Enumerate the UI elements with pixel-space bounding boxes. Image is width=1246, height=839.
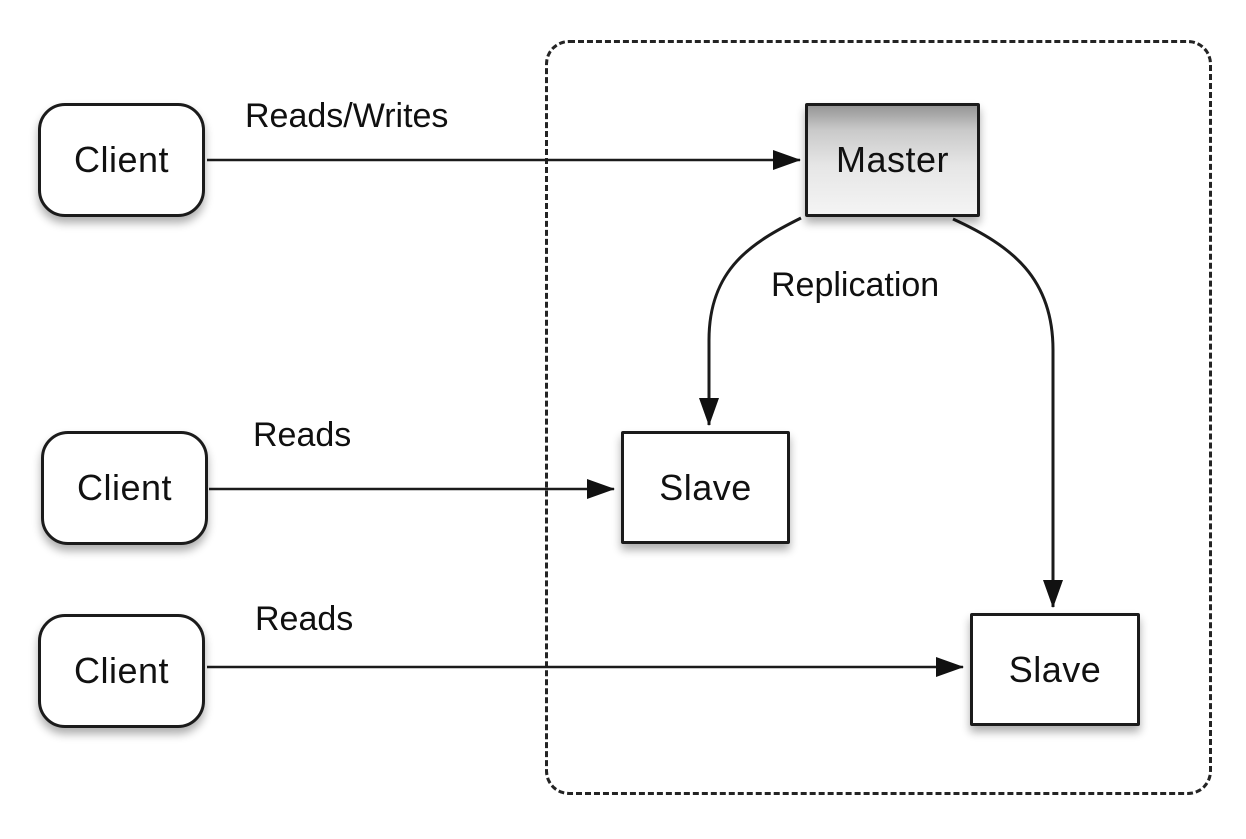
edge-label-reads-writes: Reads/Writes	[245, 97, 449, 135]
slave-node-2: Slave	[970, 613, 1140, 726]
arrow-master-to-slave2	[952, 217, 1063, 608]
edge-label-reads-2: Reads	[255, 600, 354, 638]
client-node-1-label: Client	[73, 139, 170, 180]
slave-node-1-label: Slave	[659, 466, 752, 508]
client-node-2-label: Client	[76, 467, 173, 508]
master-node-label: Master	[835, 139, 950, 180]
replication-cluster-boundary	[545, 40, 1212, 795]
slave-node-2-label: Slave	[1008, 648, 1102, 690]
client-node-2: Client	[41, 431, 208, 545]
slave-node-1: Slave	[621, 431, 790, 544]
edge-label-replication: Replication	[771, 266, 940, 304]
client-node-3: Client	[38, 614, 205, 728]
master-node: Master	[805, 103, 980, 217]
edge-label-reads-1: Reads	[253, 416, 352, 454]
arrow-master-to-slave1	[699, 216, 802, 426]
client-node-3-label: Client	[73, 650, 170, 691]
client-node-1: Client	[38, 103, 205, 217]
